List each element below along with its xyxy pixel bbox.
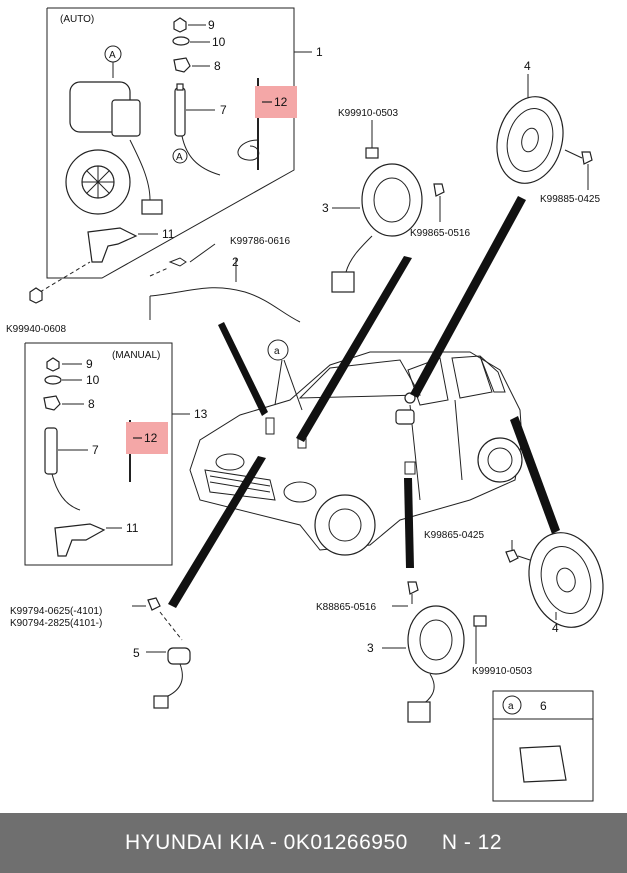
inset-frame [492,690,594,802]
k99940-nut: K99940-0608 [6,261,91,335]
k99885-top-label: K99885-0425 [540,194,600,205]
k99910-bottom-label: K99910-0503 [472,666,532,677]
antenna-cable-number: 2 [232,255,239,269]
noise-filter-number: 5 [133,646,140,660]
rear-speaker-top: 4 K99885-0425 [496,59,600,205]
rear-speaker-number: 4 [524,59,531,73]
parts-diagram: (AUTO) 1 9 10 8 7 A A [6,7,604,802]
manual-washer-part [44,375,62,385]
washer-part [172,36,190,46]
tweeter-bottom-connector [407,701,431,723]
tweeter-bottom: K88865-0516 3 K99910-0503 [316,581,532,723]
tweeter-top-number: 3 [322,201,329,215]
auto-callout-10: 10 [212,35,226,49]
manual-box-title: (MANUAL) [112,350,160,361]
auto-antenna-group: (AUTO) 1 9 10 8 7 A A [46,7,323,279]
inset-part-6: a 6 [492,690,594,802]
footer-bar: HYUNDAI KIA - 0K01266950 N - 12 [0,813,627,873]
manual-callout-9: 9 [86,357,93,371]
auto-connector-ref-lower: A [176,152,183,163]
footer-brand-part: HYUNDAI KIA - 0K01266950 [124,831,408,854]
vehicle-rear-wheel [477,437,523,483]
k99865-bottom-label: K99865-0425 [424,530,484,541]
manual-callout-7: 7 [92,443,99,457]
k99940-label: K99940-0608 [6,324,66,335]
k99865-top-label: K99865-0516 [410,228,470,239]
bezel-part [173,57,191,73]
manual-nut-part [46,357,60,372]
auto-group-number: 1 [316,45,323,59]
mounting-bracket [87,227,138,263]
tweeter-bottom-number: 3 [367,641,374,655]
motor-connector [141,199,163,215]
auto-highlight-label: 12 [274,95,288,109]
front-speaker-bottom: K99865-0425 4 [424,530,604,635]
manual-callout-10: 10 [86,373,100,387]
k99786-screw [168,257,187,267]
k90794-label: K90794-2825(4101-) [10,618,102,629]
noise-filter-group: K99794-0625(-4101) K90794-2825(4101-) 5 [10,597,191,709]
k88865-bottom-label: K88865-0516 [316,602,376,613]
auto-box-title: (AUTO) [60,14,94,25]
pointer-lines [168,196,560,608]
k99786-label: K99786-0616 [230,236,290,247]
manual-group-frame [24,342,173,566]
vehicle-callout-a: a [274,346,280,357]
manual-callout-8: 8 [88,397,95,411]
inset-number: 6 [540,699,547,713]
vehicle-outline [189,351,523,556]
auto-group-frame [46,7,295,279]
auto-callout-8: 8 [214,59,221,73]
front-speaker-number: 4 [552,621,559,635]
inset-letter: a [508,701,514,712]
nut-part [173,17,187,33]
manual-bezel-part [43,395,61,411]
antenna-cable-2 [149,287,301,323]
mast-part [174,87,186,137]
tweeter-bottom-housing [407,605,465,675]
tweeter-top-connector [331,271,355,293]
auto-callout-7: 7 [220,103,227,117]
k99794-label: K99794-0625(-4101) [10,606,102,617]
manual-highlight-label: 12 [144,431,158,445]
tweeter-top: K99910-0503 3 K99865-0516 [322,108,470,293]
noise-filter-connector [153,695,169,709]
antenna-cable-group: K99786-0616 2 [149,236,301,323]
tweeter-top-housing [361,163,423,237]
manual-antenna-group: (MANUAL) 13 9 10 8 7 12 11 [24,342,208,566]
manual-mast-part [44,427,58,475]
noise-filter [167,647,191,665]
auto-callout-11: 11 [162,227,175,241]
vehicle-front-wheel [314,494,376,556]
foam-pad [519,745,567,783]
manual-callout-11: 11 [126,521,139,535]
manual-mounting-bracket [54,523,106,557]
footer-page: N - 12 [441,831,502,854]
auto-callout-9: 9 [208,18,215,32]
auto-connector-ref-upper: A [109,50,116,61]
k99910-top-label: K99910-0503 [338,108,398,119]
manual-group-number: 13 [194,407,208,421]
